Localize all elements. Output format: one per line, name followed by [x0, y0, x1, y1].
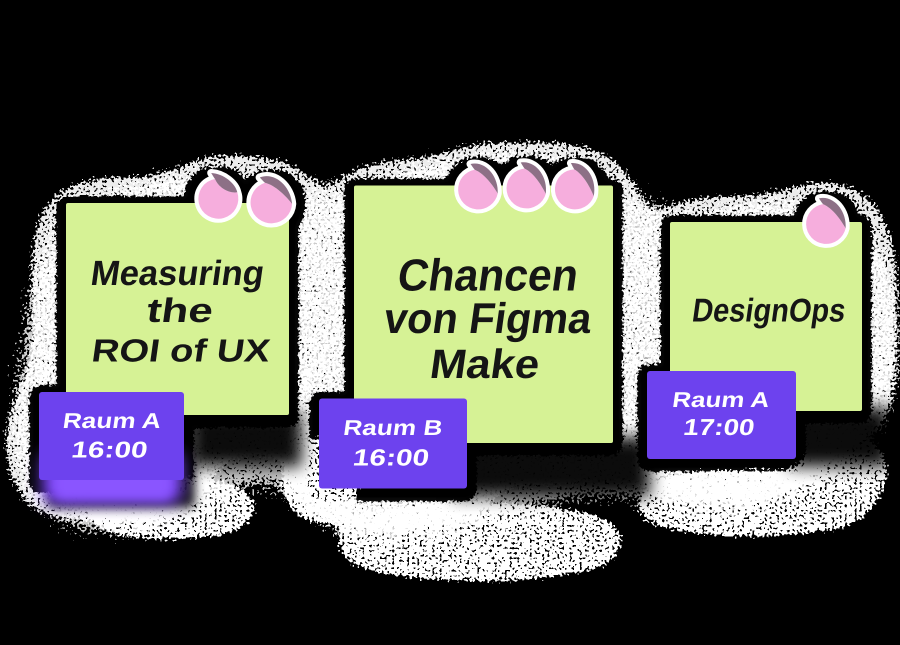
svg-text:Make: Make [427, 341, 542, 387]
svg-text:Raum A: Raum A [61, 408, 163, 433]
svg-text:17:00: 17:00 [682, 414, 757, 440]
svg-text:von Figma: von Figma [381, 295, 596, 343]
svg-text:DesignOps: DesignOps [690, 293, 848, 330]
svg-text:ROI of UX: ROI of UX [90, 333, 274, 369]
svg-text:16:00: 16:00 [70, 437, 150, 463]
svg-text:the: the [144, 292, 215, 330]
svg-text:Chancen: Chancen [395, 250, 582, 301]
svg-text:Measuring: Measuring [88, 254, 266, 293]
svg-text:16:00: 16:00 [351, 446, 431, 472]
svg-text:Raum A: Raum A [671, 387, 772, 412]
svg-text:Raum B: Raum B [342, 415, 444, 440]
